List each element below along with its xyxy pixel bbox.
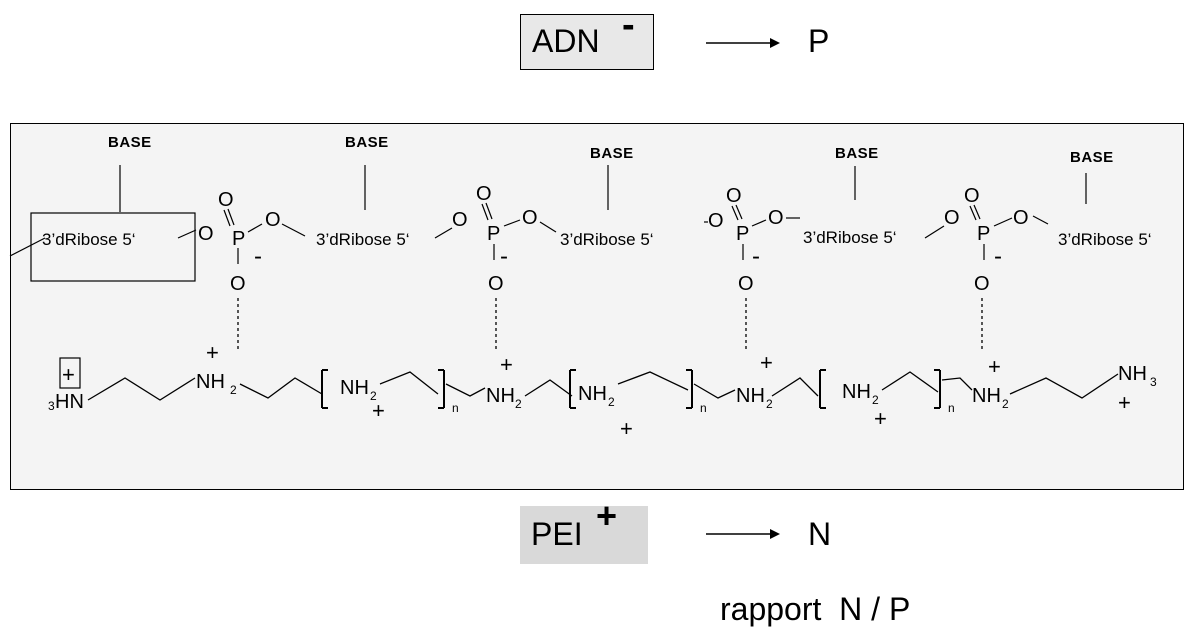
svg-text:+: +: [874, 406, 887, 431]
svg-text:NH: NH: [842, 381, 871, 403]
base-label: BASE: [835, 145, 879, 162]
adn-charge: -: [622, 4, 635, 46]
svg-text:HN: HN: [55, 391, 84, 413]
p-label: P: [808, 23, 830, 59]
svg-text:+: +: [620, 416, 633, 441]
svg-text:+: +: [372, 398, 385, 423]
phosphate-group-4: O O P O - O: [924, 185, 1049, 352]
base-label: BASE: [590, 145, 634, 162]
dna-backbone: BASE BASE BASE BASE BASE 3’dRibose 5‘ 3’…: [9, 134, 1152, 352]
ribose-label: 3’dRibose 5‘: [316, 230, 410, 249]
svg-text:+: +: [988, 354, 1001, 379]
pei-chain: + 3 HN + NH 2 NH 2 + n + NH 2 NH 2 +: [48, 340, 1157, 441]
svg-text:3: 3: [1150, 375, 1157, 389]
svg-text:2: 2: [370, 389, 377, 403]
svg-text:O: O: [198, 223, 214, 245]
svg-text:O: O: [738, 273, 754, 295]
phosphate-group-1: O O P O - O: [177, 189, 306, 352]
base-label: BASE: [345, 134, 389, 151]
svg-text:2: 2: [1002, 397, 1009, 411]
pei-charge: +: [596, 495, 618, 536]
pei-label: PEI: [531, 516, 583, 552]
svg-text:+: +: [1118, 390, 1131, 415]
ribose-label: 3’dRibose 5‘: [42, 230, 136, 249]
svg-text:NH: NH: [736, 385, 765, 407]
svg-text:2: 2: [515, 397, 522, 411]
ribose-label: 3’dRibose 5‘: [803, 228, 897, 247]
svg-text:NH: NH: [196, 371, 225, 393]
ribose-label: 3’dRibose 5‘: [560, 230, 654, 249]
svg-text:2: 2: [230, 383, 237, 397]
ribose-label: 3’dRibose 5‘: [1058, 230, 1152, 249]
svg-text:O: O: [522, 207, 538, 229]
svg-text:P: P: [232, 228, 245, 250]
svg-text:O: O: [1013, 207, 1029, 229]
pei-box: [520, 506, 648, 564]
svg-text:NH: NH: [340, 377, 369, 399]
phosphate-group-3: O O P O - O: [704, 185, 800, 352]
svg-text:2: 2: [872, 393, 879, 407]
adn-label: ADN: [532, 23, 600, 59]
svg-text:O: O: [230, 273, 246, 295]
svg-text:O: O: [476, 183, 492, 205]
svg-text:O: O: [265, 209, 281, 231]
svg-text:+: +: [206, 340, 219, 365]
base-label: BASE: [1070, 149, 1114, 166]
svg-text:O: O: [452, 209, 468, 231]
svg-text:O: O: [708, 210, 724, 232]
base-label: BASE: [108, 134, 152, 151]
svg-text:n: n: [452, 401, 459, 415]
phosphate-group-2: O O P O - O: [434, 183, 557, 352]
svg-text:n: n: [700, 401, 707, 415]
adn-box: [520, 14, 654, 70]
svg-text:n: n: [948, 401, 955, 415]
svg-text:+: +: [500, 352, 513, 377]
svg-text:-: -: [752, 243, 760, 270]
svg-text:O: O: [944, 207, 960, 229]
svg-text:P: P: [736, 223, 749, 245]
svg-text:+: +: [760, 350, 773, 375]
svg-text:NH: NH: [972, 385, 1001, 407]
svg-text:O: O: [218, 189, 234, 211]
svg-text:-: -: [500, 243, 508, 270]
svg-text:P: P: [977, 223, 990, 245]
svg-text:O: O: [488, 273, 504, 295]
svg-text:-: -: [994, 243, 1002, 270]
svg-text:P: P: [487, 223, 500, 245]
svg-text:3: 3: [48, 399, 55, 413]
ratio-label: rapport N / P: [720, 591, 911, 627]
svg-text:O: O: [726, 185, 742, 207]
svg-text:O: O: [768, 207, 784, 229]
svg-text:2: 2: [766, 397, 773, 411]
dna-pei-complex-panel: [10, 123, 1184, 490]
svg-text:+: +: [62, 362, 75, 387]
svg-text:O: O: [964, 185, 980, 207]
svg-text:O: O: [974, 273, 990, 295]
svg-text:NH: NH: [578, 383, 607, 405]
n-label: N: [808, 516, 832, 552]
svg-text:2: 2: [608, 395, 615, 409]
svg-text:NH: NH: [1118, 363, 1147, 385]
svg-text:NH: NH: [486, 385, 515, 407]
svg-text:-: -: [254, 243, 262, 270]
